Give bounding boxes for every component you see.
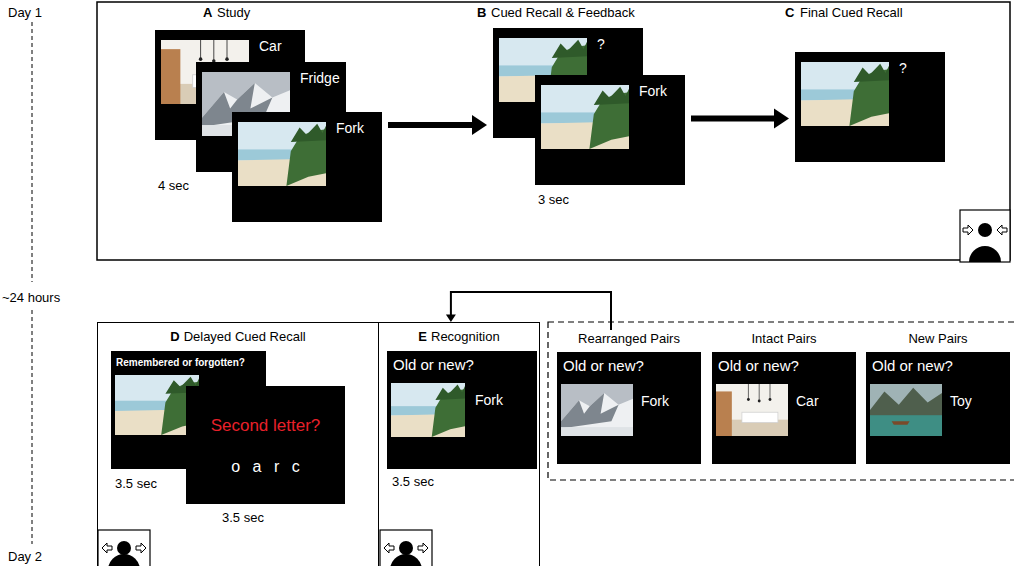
letter-options: o a r c bbox=[186, 458, 345, 476]
condition-heading: New Pairs bbox=[866, 330, 1010, 348]
cue-word: ? bbox=[597, 28, 605, 52]
cue-word: Car bbox=[796, 393, 819, 409]
screen-card: Old or new? Fork bbox=[387, 351, 537, 469]
arrow-shaft bbox=[451, 292, 611, 330]
screen-card: Old or new? Car bbox=[712, 352, 856, 464]
panel-title: Recognition bbox=[431, 329, 500, 344]
condition-heading: Rearranged Pairs bbox=[557, 330, 701, 348]
condition-column: Rearranged PairsOld or new? Fork bbox=[557, 330, 701, 464]
photo-thumbnail bbox=[238, 122, 326, 186]
prompt-text: Old or new? bbox=[712, 352, 799, 374]
cue-word: Fork bbox=[639, 75, 667, 99]
annotation-label: C bbox=[785, 5, 794, 20]
annotation-label: ~24 hours bbox=[2, 290, 60, 305]
cue-word: Fork bbox=[641, 393, 669, 409]
annotation-label: 3.5 sec bbox=[392, 474, 434, 489]
annotation-label: 3.5 sec bbox=[115, 476, 157, 491]
flow-arrow bbox=[691, 109, 789, 129]
cue-word: Fridge bbox=[300, 62, 340, 86]
condition-heading: Intact Pairs bbox=[712, 330, 856, 348]
panel-heading: D Delayed Cued Recall bbox=[98, 323, 378, 344]
screen-card: Fork bbox=[535, 75, 685, 185]
cue-word: ? bbox=[899, 52, 907, 76]
photo-thumbnail bbox=[801, 62, 889, 126]
annotation-label: Final Cued Recall bbox=[800, 5, 903, 20]
photo-thumbnail bbox=[870, 384, 942, 436]
cue-word: Fork bbox=[336, 112, 364, 136]
annotation-label: A bbox=[203, 5, 212, 20]
lure-group-frame bbox=[548, 322, 1014, 480]
photo-thumbnail bbox=[561, 384, 633, 436]
day1-panel bbox=[97, 2, 1010, 260]
annotation-label: Cued Recall & Feedback bbox=[491, 5, 635, 20]
annotation-label: Study bbox=[217, 5, 250, 20]
annotation-label: 3 sec bbox=[538, 192, 569, 207]
prompt-text: Old or new? bbox=[557, 352, 644, 374]
task-panel: D Delayed Cued RecallRemembered or forgot… bbox=[97, 322, 379, 566]
cue-word: Toy bbox=[950, 393, 972, 409]
arrow-shaft bbox=[691, 116, 775, 122]
condition-column: Intact PairsOld or new? Car bbox=[712, 330, 856, 464]
annotation-label: Day 2 bbox=[8, 549, 42, 564]
prompt-text: Remembered or forgotten? bbox=[111, 351, 245, 368]
annotation-label: 4 sec bbox=[158, 178, 189, 193]
flow-arrow bbox=[446, 292, 611, 330]
prompt-text: Old or new? bbox=[866, 352, 953, 374]
timeline bbox=[32, 310, 33, 544]
eye-tracker-icon bbox=[380, 530, 432, 566]
eye-tracker-icon bbox=[960, 210, 1010, 262]
panel-letter: D bbox=[170, 329, 179, 344]
task-panel: E RecognitionOld or new? Fork bbox=[378, 322, 540, 566]
flow-arrow bbox=[388, 115, 487, 135]
condition-column: New PairsOld or new? Toy bbox=[866, 330, 1010, 464]
panel-letter: E bbox=[418, 329, 427, 344]
screen-card: Fork bbox=[232, 112, 382, 222]
photo-thumbnail bbox=[716, 384, 788, 436]
arrow-head bbox=[774, 109, 789, 129]
cue-word: Car bbox=[259, 30, 282, 54]
photo-thumbnail bbox=[541, 85, 629, 149]
screen-card: ? bbox=[795, 52, 945, 162]
prompt-text: Second letter? bbox=[186, 416, 345, 436]
eye-tracker-icon bbox=[98, 530, 150, 566]
cue-word: Fork bbox=[475, 392, 503, 408]
prompt-text: Old or new? bbox=[387, 351, 474, 373]
annotation-label: Day 1 bbox=[8, 5, 42, 20]
screen-card: Old or new? Fork bbox=[557, 352, 701, 464]
arrow-head bbox=[446, 315, 456, 323]
timeline bbox=[32, 22, 33, 282]
annotation-label: 3.5 sec bbox=[222, 510, 264, 525]
panel-title: Delayed Cued Recall bbox=[184, 329, 306, 344]
panel-heading: E Recognition bbox=[379, 323, 539, 344]
arrow-head bbox=[472, 115, 487, 135]
arrow-shaft bbox=[388, 122, 473, 128]
screen-card: Old or new? Toy bbox=[866, 352, 1010, 464]
screen-card: Second letter? o a r c bbox=[186, 386, 345, 504]
annotation-label: B bbox=[477, 5, 486, 20]
photo-thumbnail bbox=[391, 383, 465, 437]
